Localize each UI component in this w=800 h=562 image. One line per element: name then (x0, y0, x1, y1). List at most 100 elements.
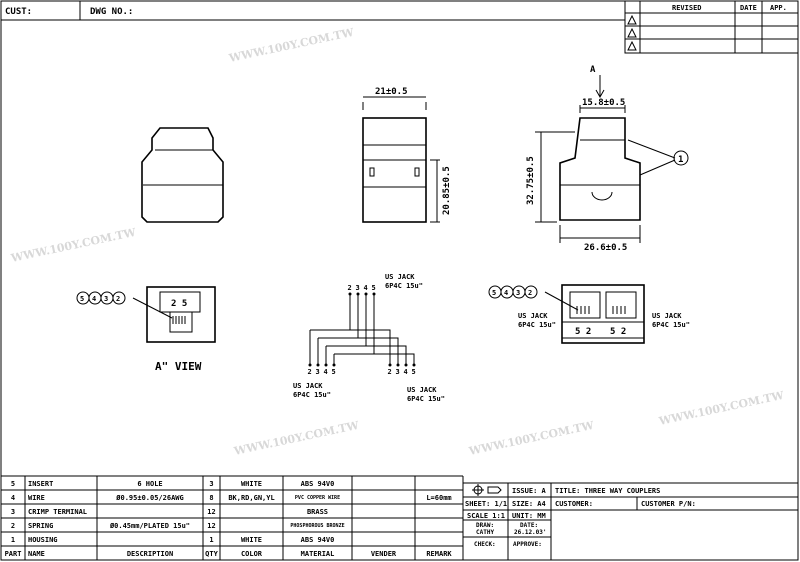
balloon-number: 2 (528, 289, 532, 297)
pin-dot (396, 363, 400, 367)
pin-number: 4 (404, 368, 408, 376)
pins-right-1: 5 2 (575, 327, 591, 337)
draw-value: CATHY (476, 529, 494, 536)
bom-header: COLOR (241, 550, 263, 558)
pin-dot (332, 363, 336, 367)
jack-left-spec: 6P4C 15u" (293, 391, 331, 399)
pin-dot (388, 363, 392, 367)
pin-dot (372, 292, 376, 296)
bom-cell: Ø0.95±0.05/26AWG (115, 494, 183, 502)
title: TITLE: THREE WAY COUPLERS (555, 487, 660, 495)
pin-number: 4 (324, 368, 328, 376)
watermark-text: WWW.100Y.COM.TW (232, 419, 361, 459)
balloon-number: 3 (104, 295, 108, 303)
bom-cell: BK,RD,GN,YL (228, 494, 274, 502)
pin-dot (308, 363, 312, 367)
size: SIZE: A4 (512, 500, 546, 508)
unit: UNIT: MM (512, 512, 546, 520)
bom-cell: PHOSPHOROUS BRONZE (290, 523, 344, 529)
pin-number: 5 (332, 368, 336, 376)
dim-width-bottom-right: 26.6±0.5 (584, 243, 627, 253)
bottom-right-view: 5 2 5 2 US JACK 6P4C 15u" US JACK 6P4C 1… (518, 284, 690, 344)
pin-number: 2 (308, 368, 312, 376)
section-label: A (590, 65, 596, 75)
jack-top-label: US JACK (385, 273, 415, 281)
bom-header: PART (5, 550, 22, 558)
a-view: 2 5 A" VIEW (132, 286, 216, 373)
bom-cell: SPRING (28, 522, 53, 530)
bom-cell: INSERT (28, 480, 53, 488)
dim-width-top: 21±0.5 (375, 87, 408, 97)
pin-dot (364, 292, 368, 296)
app-header: APP. (770, 4, 787, 12)
draw-label: DRAW: (476, 522, 494, 529)
bom-cell: 3 (209, 480, 213, 488)
pin-number: 2 (348, 284, 352, 292)
date-value: 26.12.03' (514, 529, 547, 536)
watermark-text: WWW.100Y.COM.TW (657, 389, 786, 429)
front-view (141, 127, 224, 223)
cust-label: CUST: (5, 7, 32, 17)
jack-right-spec: 6P4C 15u" (407, 395, 445, 403)
date-label: DATE: (520, 522, 538, 529)
dim-height-mid: 20.85±0.5 (442, 166, 452, 215)
pin-dot (404, 363, 408, 367)
bom-header: MATERIAL (301, 550, 335, 558)
pin-number: 5 (372, 284, 376, 292)
bom-cell: HOUSING (28, 536, 58, 544)
pin-number: 5 (412, 368, 416, 376)
bom-header: QTY (205, 550, 218, 558)
bom-cell: 3 (11, 508, 15, 516)
bom-cell: 2 (11, 522, 15, 530)
jack-br-label: US JACK (518, 312, 548, 320)
a-view-label: A" VIEW (155, 360, 202, 373)
bom-cell: 6 HOLE (137, 480, 162, 488)
bom-cell: PVC COPPER WIRE (295, 495, 340, 501)
bom-cell: ABS 94V0 (301, 536, 335, 544)
approve-label: APPROVE: (513, 541, 542, 548)
dim-width-top-right: 15.8±0.5 (582, 98, 625, 108)
jack-left-label: US JACK (293, 382, 323, 390)
pin-dot (324, 363, 328, 367)
bom-cell: CRIMP TERMINAL (28, 508, 87, 516)
part-balloon (524, 285, 538, 299)
bom-cell: 1 (11, 536, 15, 544)
jack-br2-spec: 6P4C 15u" (652, 321, 690, 329)
jack-br2-label: US JACK (652, 312, 682, 320)
bom-cell: ABS 94V0 (301, 480, 335, 488)
bom-header: NAME (28, 550, 45, 558)
pin-number: 3 (316, 368, 320, 376)
jack-br-spec: 6P4C 15u" (518, 321, 556, 329)
bom-header: REMARK (426, 550, 452, 558)
bom-cell: 1 (209, 536, 213, 544)
balloon-number: 3 (516, 289, 520, 297)
warning-triangle-icon (627, 14, 637, 51)
watermark-text: WWW.100Y.COM.TW (467, 419, 596, 459)
pin-dot (316, 363, 320, 367)
right-view: A 15.8±0.5 32.75±0.5 26.6±0.5 1 (526, 65, 689, 253)
bom-cell: BRASS (307, 508, 328, 516)
date-header: DATE (740, 4, 757, 12)
issue: ISSUE: A (512, 487, 547, 495)
side-view: 21±0.5 20.85±0.5 (362, 87, 452, 223)
bom-cell: 12 (207, 522, 215, 530)
balloon-number: 4 (92, 295, 96, 303)
bom-header: DESCRIPTION (127, 550, 173, 558)
balloon-number: 4 (504, 289, 508, 297)
bom-cell: WHITE (241, 536, 262, 544)
pin-dot (348, 292, 352, 296)
balloon-number: 2 (116, 295, 120, 303)
dim-height-right: 32.75±0.5 (526, 156, 536, 205)
bom-cell: Ø0.45mm/PLATED 15u" (109, 522, 190, 530)
pin-number: 4 (364, 284, 368, 292)
watermark-text: WWW.100Y.COM.TW (9, 226, 138, 266)
jack-top-spec: 6P4C 15u" (385, 282, 423, 290)
check-label: CHECK: (474, 541, 496, 548)
bom-cell: 5 (11, 480, 15, 488)
balloon-1: 1 (678, 155, 683, 165)
